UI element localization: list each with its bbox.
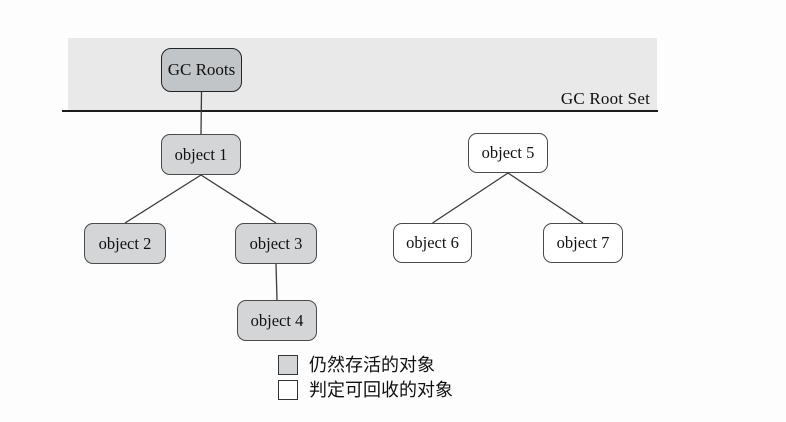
legend: 仍然存活的对象 判定可回收的对象 — [278, 355, 453, 400]
edge-object-5-to-object-6 — [432, 172, 509, 224]
node-object-3: object 3 — [235, 223, 317, 264]
edge-object-5-to-object-7 — [507, 172, 584, 224]
node-object-6: object 6 — [393, 223, 472, 263]
legend-row-live: 仍然存活的对象 — [278, 355, 453, 375]
edge-object-1-to-object-2 — [124, 174, 202, 224]
node-object-1: object 1 — [161, 134, 241, 175]
legend-swatch-recyclable — [278, 380, 298, 400]
legend-label-recyclable: 判定可回收的对象 — [309, 380, 453, 400]
gc-root-set-divider-line — [62, 110, 658, 112]
node-object-7: object 7 — [543, 223, 623, 263]
legend-row-recyclable: 判定可回收的对象 — [278, 380, 453, 400]
node-object-2: object 2 — [84, 223, 166, 264]
legend-swatch-live — [278, 355, 298, 375]
gc-root-set-label: GC Root Set — [560, 89, 650, 108]
node-object-4: object 4 — [237, 300, 317, 341]
edge-object-1-to-object-3 — [200, 174, 277, 224]
node-object-5: object 5 — [468, 133, 548, 173]
edge-gc-roots-to-object-1 — [200, 91, 203, 135]
node-gc-roots: GC Roots — [161, 48, 242, 92]
legend-label-live: 仍然存活的对象 — [309, 355, 435, 375]
edge-object-3-to-object-4 — [275, 263, 278, 301]
